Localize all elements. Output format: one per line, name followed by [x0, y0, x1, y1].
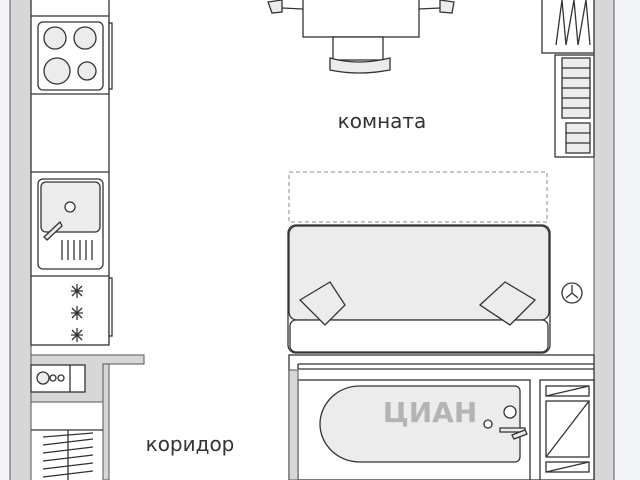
socket-icon [561, 282, 583, 304]
fridge-icon [71, 284, 83, 342]
dining-table-icon [267, 0, 455, 74]
watermark-logo: ЦИАН [383, 396, 478, 429]
bathtub-icon [319, 385, 528, 463]
left-wall [9, 0, 32, 480]
right-wall [593, 0, 615, 480]
corridor-wall [102, 363, 110, 480]
cabinet-icon [539, 379, 595, 480]
shelving-icon [541, 0, 595, 158]
sofa-icon [287, 224, 551, 354]
stove-icon [37, 21, 104, 91]
wardrobe-icon [31, 429, 103, 480]
corridor-label: коридор [146, 432, 235, 456]
sink-icon [37, 178, 104, 270]
boiler-icon [30, 364, 86, 393]
bed-unfold-outline [288, 171, 548, 223]
room-label: комната [338, 109, 427, 133]
